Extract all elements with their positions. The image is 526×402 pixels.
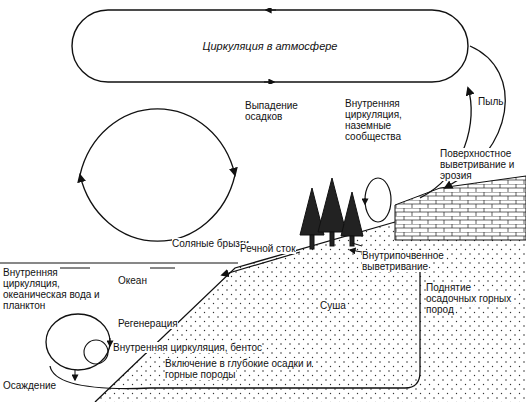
process-label: Внутренняя циркуляция, бентос <box>113 342 263 353</box>
rock-layers <box>395 176 526 240</box>
process-label: Выпадение осадков <box>245 100 315 122</box>
process-label: Внутренняя циркуляция, океаническая вода… <box>3 267 100 311</box>
process-label: Внутренняя циркуляция, океаническая вода… <box>3 267 115 311</box>
weathering-arrows <box>350 243 362 252</box>
process-label: Поднятие осадочных горных пород <box>426 282 511 315</box>
process-label: Поверхностное выветривание и эрозия <box>440 148 514 181</box>
loop-head <box>266 10 276 11</box>
terrestrial-loop <box>365 178 391 222</box>
process-label: Внутрипочвенное выветривание <box>362 250 424 272</box>
process-label: Регенерация <box>118 318 188 329</box>
loop-title: Циркуляция в атмосфере <box>70 8 470 52</box>
process-label: Регенерация <box>118 318 178 329</box>
process-label: Внутренняя циркуляция, наземные сообщест… <box>345 98 402 142</box>
loop-head <box>110 338 111 346</box>
atmosphere-loop: Циркуляция в атмосфере <box>70 8 470 84</box>
process-label: Осаждение <box>3 380 63 391</box>
process-label: Речной сток <box>240 243 296 254</box>
shore-line <box>95 222 395 402</box>
process-label: Суша <box>320 300 360 311</box>
benthos-loop <box>84 340 108 364</box>
dust-arc <box>420 88 471 198</box>
process-label: Океан <box>118 275 158 286</box>
process-label: Поднятие осадочных горных пород <box>426 282 521 315</box>
process-label: Внутренняя циркуляция, бентос <box>113 342 262 353</box>
trees <box>300 178 363 249</box>
runoff-arrow <box>222 252 300 275</box>
process-label: Включение в глубокие осадки и горные пор… <box>165 358 312 380</box>
process-label: Выпадение осадков <box>245 100 298 122</box>
ocean-loop <box>46 314 110 370</box>
loop-head <box>365 198 366 204</box>
process-label: Соляные брызги <box>172 238 249 249</box>
loop-head <box>264 82 274 83</box>
process-label: Речной сток <box>240 243 310 254</box>
salt-spray-loop <box>80 175 235 241</box>
precipitation-loop <box>80 109 235 175</box>
process-label: Внутренняя циркуляция, наземные сообщест… <box>345 98 445 142</box>
process-label: Пыль <box>478 96 518 107</box>
process-label: Океан <box>118 275 147 286</box>
land-fill <box>95 222 526 402</box>
process-label: Осаждение <box>3 380 56 391</box>
process-label: Включение в глубокие осадки и горные пор… <box>165 358 340 380</box>
process-label: Суша <box>320 300 346 311</box>
process-label: Поверхностное выветривание и эрозия <box>440 148 524 181</box>
sedimentation-arrow <box>75 370 76 380</box>
process-label: Пыль <box>478 96 503 107</box>
